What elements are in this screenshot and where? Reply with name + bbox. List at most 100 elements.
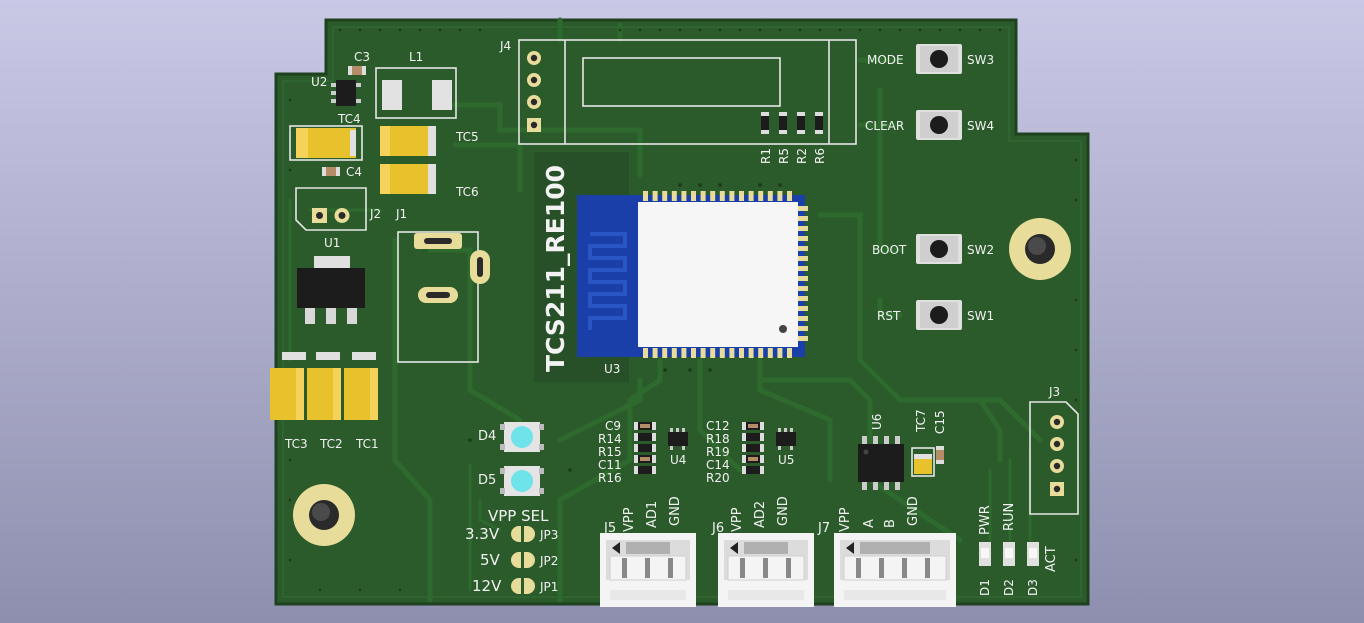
module-pad [691, 348, 696, 358]
u4-label: U4 [670, 453, 686, 467]
module-pad [798, 236, 808, 241]
u4-ic [668, 428, 688, 450]
module-pad [719, 348, 725, 358]
module-pad [662, 348, 668, 358]
module-pad [719, 191, 725, 201]
module-pad [643, 348, 648, 358]
r16-label: R16 [598, 471, 622, 485]
u5-label: U5 [778, 453, 794, 467]
tc1-label: TC1 [355, 437, 379, 451]
j6-pin-gnd: GND [776, 496, 791, 526]
j7-pin-b: B [883, 519, 898, 528]
module-pad [729, 348, 735, 358]
module-pad [798, 246, 808, 251]
module-part-label: TCS211_RE100 [541, 165, 570, 372]
u1-ldo-regulator [297, 256, 365, 324]
module-pad [758, 191, 764, 201]
module-pad [798, 226, 808, 231]
j7-label: J7 [817, 521, 830, 536]
l1-inductor [375, 67, 457, 119]
j3-header [1029, 401, 1079, 515]
boot-switch[interactable] [916, 234, 962, 264]
module-pad [798, 286, 808, 291]
j2-header [295, 187, 367, 231]
module-pad [671, 191, 677, 201]
r1-label: R1 [759, 148, 773, 164]
passives-group-1 [634, 422, 656, 474]
clear-switch-label: CLEAR [865, 119, 904, 133]
module-pad [739, 191, 744, 201]
mounting-hole-bottom-left [293, 484, 355, 546]
u5-ic [776, 428, 796, 450]
u3-label: U3 [604, 362, 620, 376]
j4-display-header [518, 39, 857, 145]
module-pad [798, 216, 808, 221]
j6-pin-vpp: VPP [730, 507, 745, 532]
j6-connector [718, 533, 814, 607]
jp1-jumper[interactable] [511, 578, 535, 594]
module-pad [643, 191, 648, 201]
module-pad [748, 348, 754, 358]
module-pad [777, 348, 783, 358]
c3-label: C3 [354, 50, 370, 64]
j7-pin-vpp: VPP [838, 507, 853, 532]
c3-capacitor [348, 66, 366, 75]
c4-label: C4 [346, 165, 362, 179]
module-pad [652, 348, 658, 358]
c12-label: C12 [706, 419, 730, 433]
j5-pin-gnd: GND [668, 496, 683, 526]
d5-led [500, 466, 544, 496]
boot-switch-label: BOOT [872, 243, 907, 257]
module-pad [671, 348, 677, 358]
tc7-tantalum-capacitor [911, 447, 935, 477]
j6-pin-ad2: AD2 [753, 501, 768, 528]
module-pins-top [643, 191, 792, 201]
module-pad [798, 336, 808, 341]
sw4-label: SW4 [967, 119, 994, 133]
d5-label: D5 [478, 473, 496, 488]
vpp-sel-title: VPP SEL [488, 507, 549, 525]
tc2-label: TC2 [319, 437, 343, 451]
c4-capacitor [322, 167, 340, 176]
r15-label: R15 [598, 445, 622, 459]
j1-label: J1 [395, 207, 407, 221]
module-pad [729, 191, 735, 201]
pwr-label: PWR [978, 505, 993, 535]
d4-led [500, 422, 544, 452]
module-pad [710, 191, 716, 201]
module-pad [798, 296, 808, 301]
jp3-label: JP3 [539, 528, 558, 542]
module-pad [767, 348, 773, 358]
run-label: RUN [1002, 503, 1017, 531]
module-pad [798, 266, 808, 271]
j2-label: J2 [369, 207, 381, 221]
j5-pin-ad1: AD1 [645, 501, 660, 528]
clear-switch[interactable] [916, 110, 962, 140]
tc4-label: TC4 [337, 112, 361, 126]
status-leds [979, 542, 1039, 566]
switch-group: MODE SW3 CLEAR SW4 BOOT SW2 RST SW1 [865, 44, 994, 330]
mode-switch[interactable] [916, 44, 962, 74]
module-pad [662, 191, 668, 201]
module-pad [710, 348, 716, 358]
j4-label: J4 [499, 39, 511, 53]
jp2-label: JP2 [539, 554, 558, 568]
tc6-tantalum-capacitor [380, 164, 436, 194]
module-pad [691, 191, 696, 201]
module-pad [758, 348, 764, 358]
rst-switch[interactable] [916, 300, 962, 330]
jp1-voltage: 12V [472, 577, 502, 595]
module-pad [798, 276, 808, 281]
jp3-jumper[interactable] [511, 526, 535, 542]
mode-switch-label: MODE [867, 53, 904, 67]
module-pins-right [798, 206, 808, 341]
r14-label: R14 [598, 432, 622, 446]
resistor-array [761, 112, 823, 134]
pcb-board-inner-edge [282, 26, 1082, 598]
tc5-label: TC5 [455, 130, 479, 144]
c15-capacitor [936, 446, 944, 464]
jp2-jumper[interactable] [511, 552, 535, 568]
j7-connector [834, 533, 956, 607]
u1-label: U1 [324, 236, 340, 250]
